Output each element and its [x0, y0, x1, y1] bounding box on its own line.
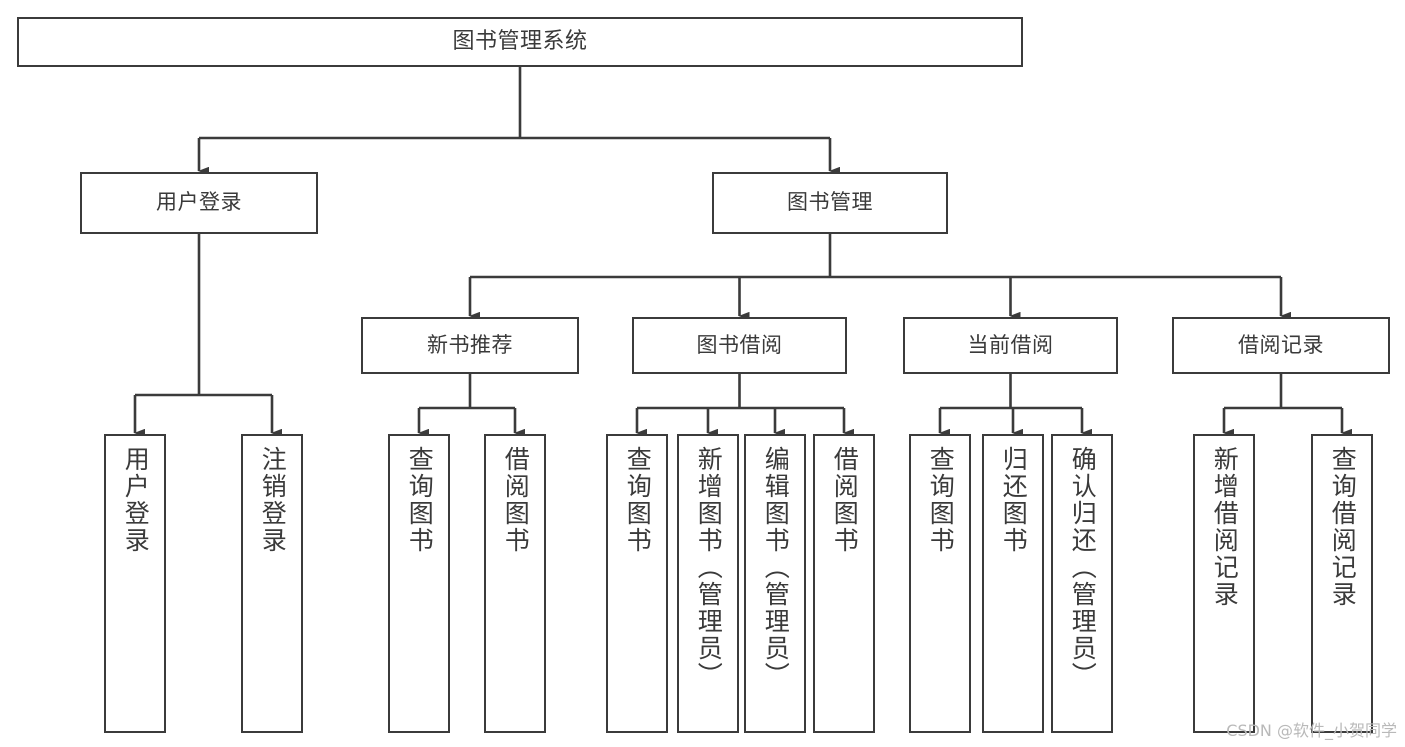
node-label: 查询图书 — [926, 446, 956, 554]
node-label: 用户登录 — [156, 190, 242, 215]
node-label: 注销登录 — [258, 446, 288, 554]
node-l-cb-return[interactable]: 归还图书 — [982, 434, 1044, 733]
node-label: 查询借阅记录 — [1328, 446, 1358, 608]
node-l-nb-query[interactable]: 查询图书 — [388, 434, 450, 733]
node-records[interactable]: 借阅记录 — [1172, 317, 1390, 374]
node-label: 新增借阅记录 — [1210, 446, 1240, 608]
node-l-bk-edit[interactable]: 编辑图书（管理员） — [744, 434, 806, 733]
node-newbook[interactable]: 新书推荐 — [361, 317, 579, 374]
node-l-cb-confirm[interactable]: 确认归还（管理员） — [1051, 434, 1113, 733]
node-l-cb-query[interactable]: 查询图书 — [909, 434, 971, 733]
node-l-logout[interactable]: 注销登录 — [241, 434, 303, 733]
node-root[interactable]: 图书管理系统 — [17, 17, 1023, 67]
node-l-login[interactable]: 用户登录 — [104, 434, 166, 733]
node-label: 查询图书 — [405, 446, 435, 554]
node-current[interactable]: 当前借阅 — [903, 317, 1118, 374]
node-label: 借阅图书 — [501, 446, 531, 554]
node-l-nb-borrow[interactable]: 借阅图书 — [484, 434, 546, 733]
node-bookmgmt[interactable]: 图书管理 — [712, 172, 948, 234]
node-label: 查询图书 — [623, 446, 653, 554]
node-label: 用户登录 — [121, 446, 151, 554]
node-label: 图书管理系统 — [452, 28, 588, 54]
node-label: 编辑图书（管理员） — [761, 446, 791, 689]
node-l-bk-query[interactable]: 查询图书 — [606, 434, 668, 733]
node-l-bk-borrow[interactable]: 借阅图书 — [813, 434, 875, 733]
node-label: 借阅图书 — [830, 446, 860, 554]
node-borrow[interactable]: 图书借阅 — [632, 317, 847, 374]
node-label: 图书借阅 — [696, 332, 783, 357]
node-login[interactable]: 用户登录 — [80, 172, 318, 234]
node-label: 当前借阅 — [967, 332, 1054, 357]
node-l-rc-add[interactable]: 新增借阅记录 — [1193, 434, 1255, 733]
node-l-rc-query[interactable]: 查询借阅记录 — [1311, 434, 1373, 733]
node-label: 归还图书 — [999, 446, 1029, 554]
node-label: 新书推荐 — [427, 332, 513, 357]
node-label: 新增图书（管理员） — [694, 446, 724, 689]
node-label: 借阅记录 — [1238, 332, 1324, 357]
node-label: 图书管理 — [787, 190, 873, 215]
node-label: 确认归还（管理员） — [1068, 446, 1098, 689]
node-l-bk-add[interactable]: 新增图书（管理员） — [677, 434, 739, 733]
watermark-text: CSDN @软件_小贺同学 — [1226, 721, 1397, 740]
